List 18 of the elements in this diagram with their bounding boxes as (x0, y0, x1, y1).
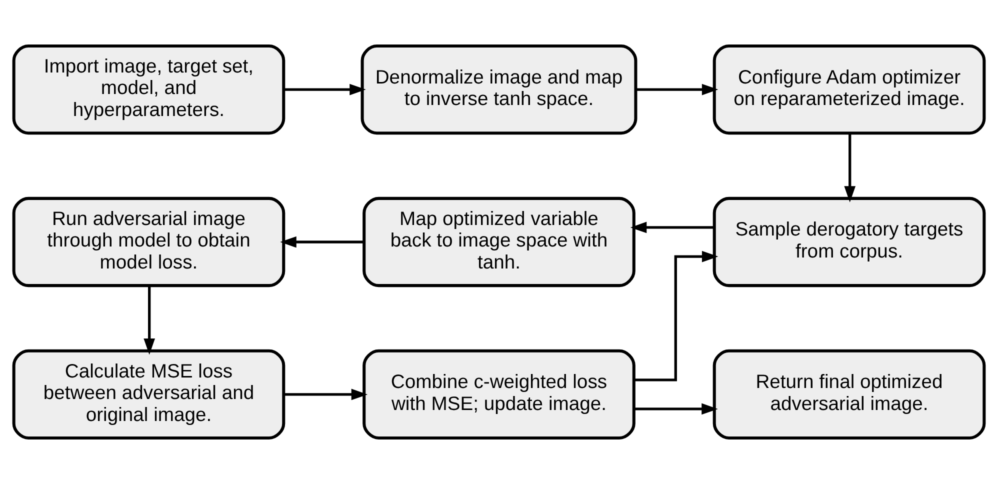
node-box: Map optimized variable back to image space with tanh. (362, 196, 635, 287)
node-box: Sample derogatory targets from corpus. (712, 196, 986, 287)
arrow (633, 402, 718, 414)
node-box: Run adversarial image through model to obtain model loss. (12, 196, 285, 287)
node-box: Configure Adam optimizer on reparameterized image. (712, 44, 986, 134)
arrow (283, 388, 368, 400)
arrow (630, 221, 714, 233)
arrow (635, 83, 718, 95)
arrow (634, 250, 718, 381)
node-box: Calculate MSE loss between adversarial and original image. (12, 348, 285, 440)
node-box: Denormalize image and map to inverse tanh space. (360, 44, 637, 134)
arrow (283, 83, 366, 95)
node-box: Combine c-weighted loss with MSE; update image. (362, 348, 635, 440)
node-box: Import image, target set, model, and hyperparameters. (12, 44, 285, 134)
arrow (844, 132, 856, 202)
node-box: Return final optimized adversarial image. (712, 348, 986, 440)
arrow (143, 285, 155, 354)
arrow (280, 236, 364, 248)
